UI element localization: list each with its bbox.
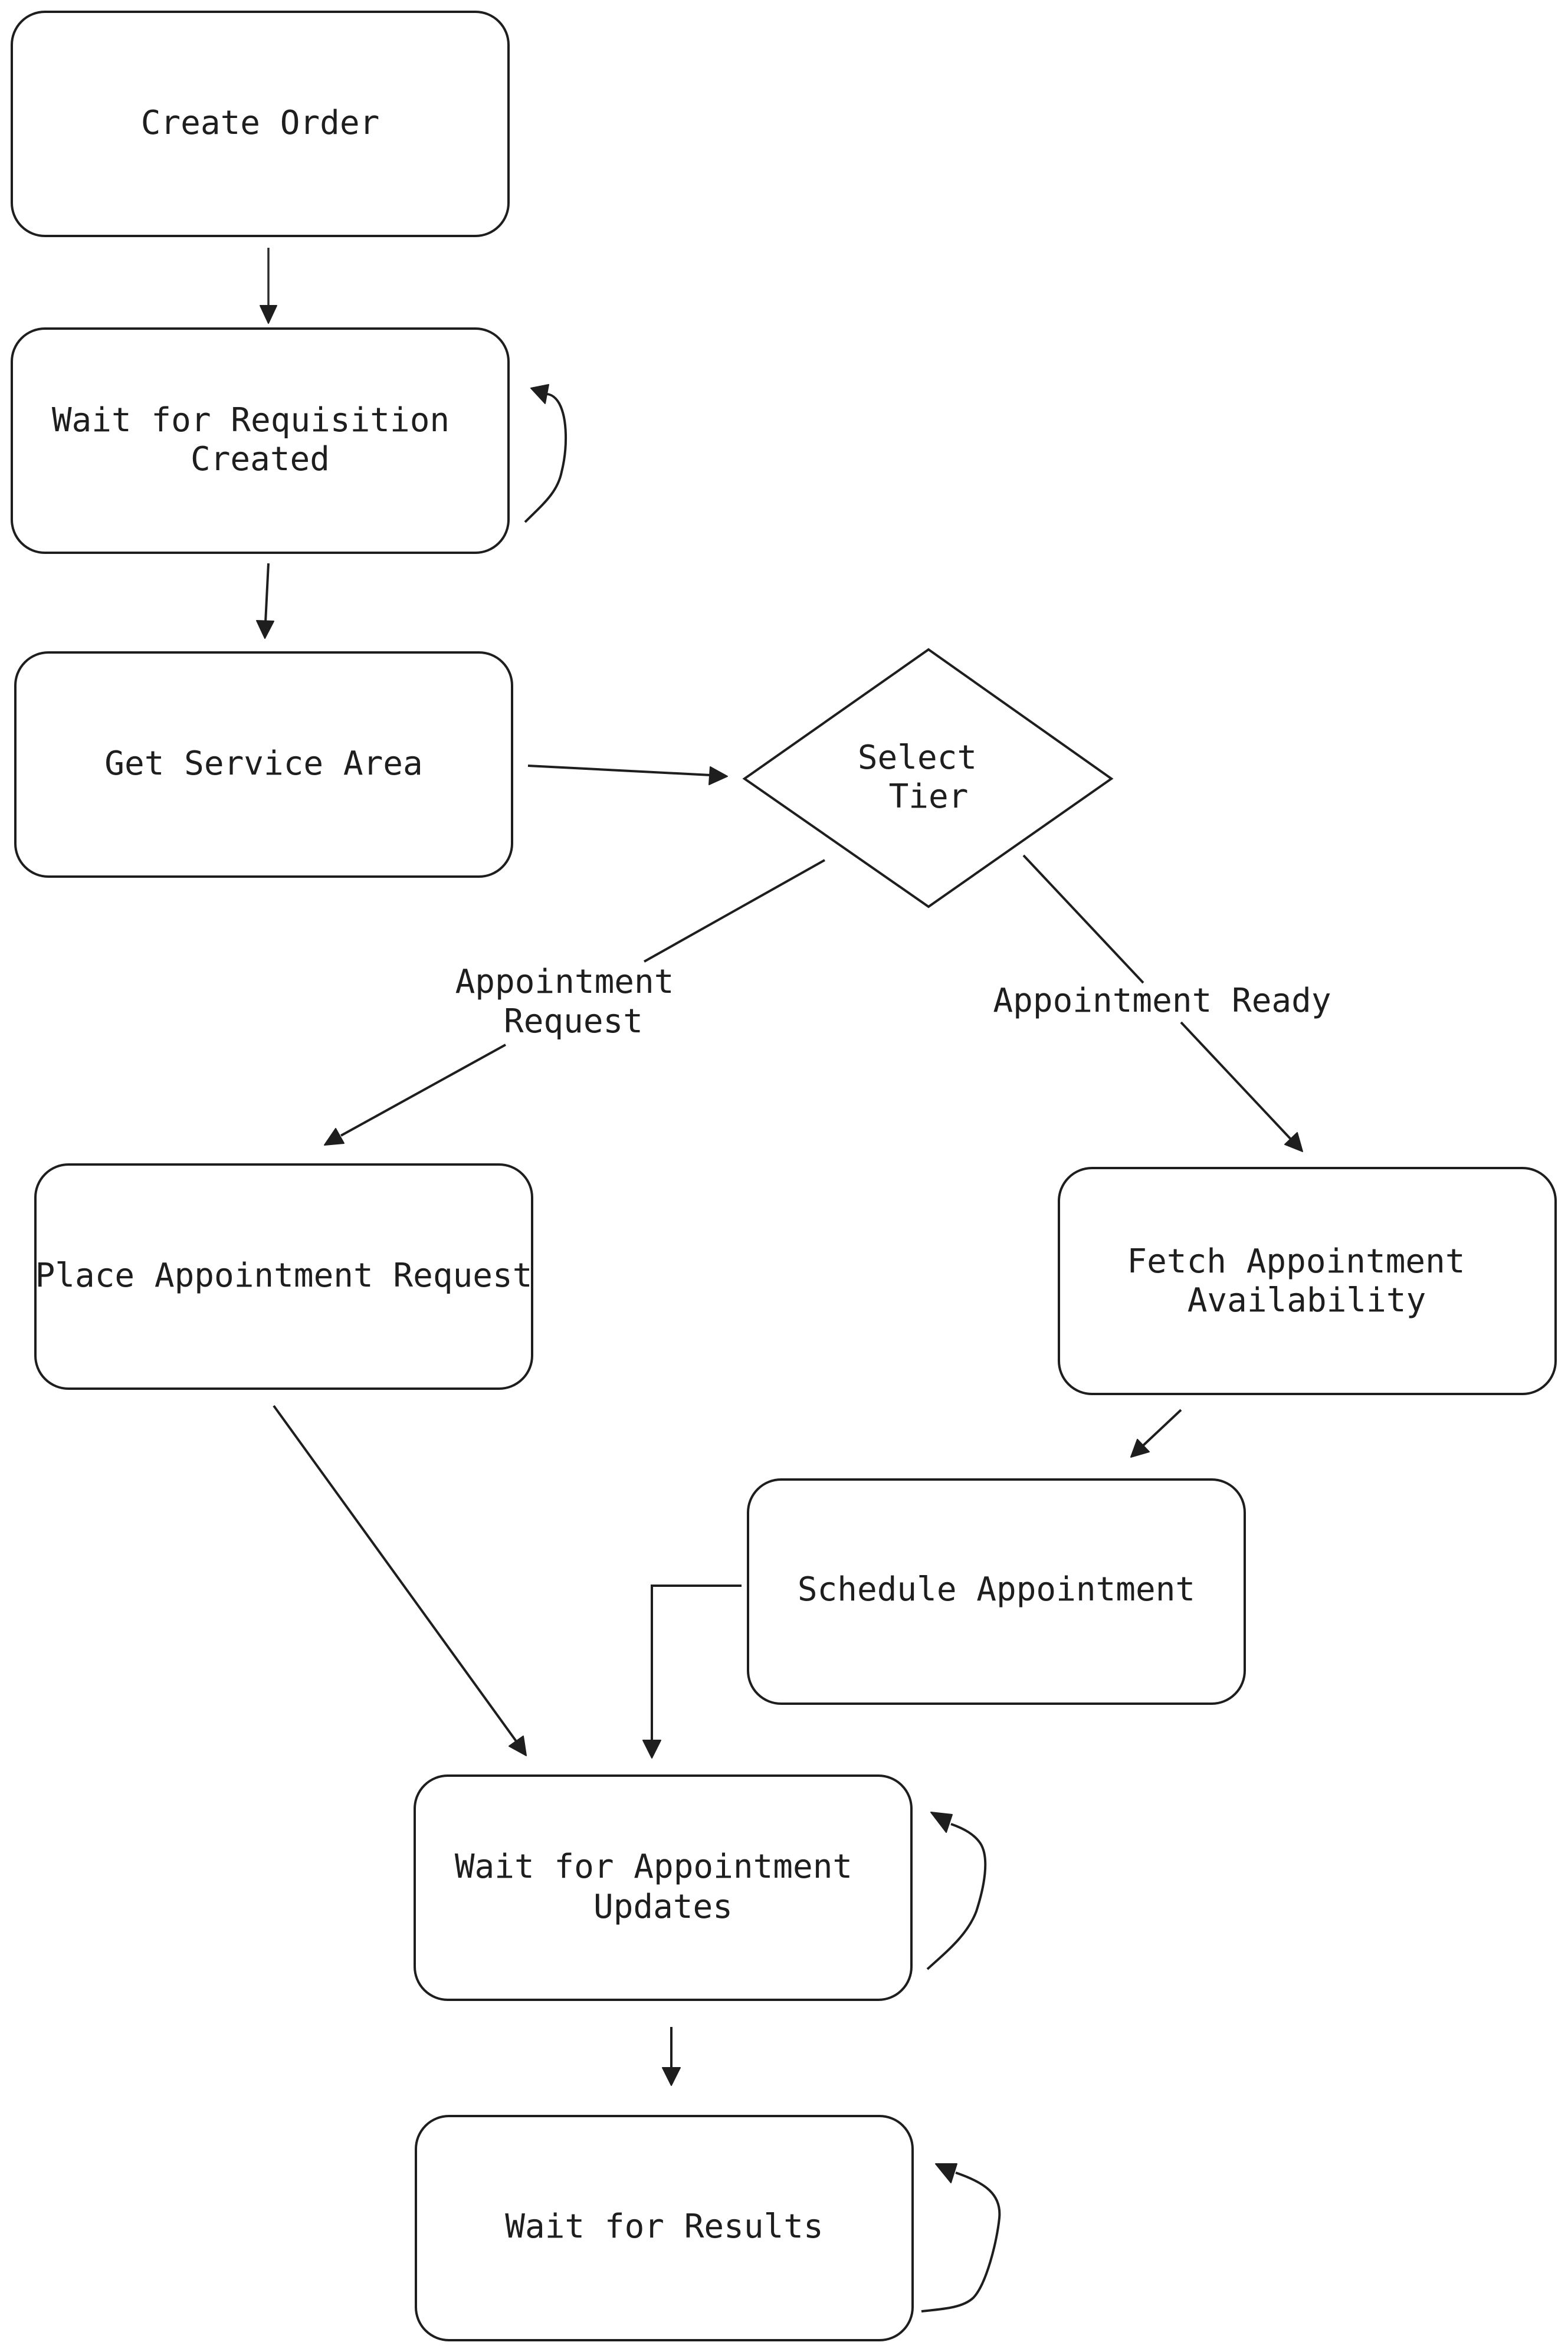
edge-wait-updates-self-loop [926,1812,987,1970]
edge-fetch-availability-to-schedule-appointment [1130,1409,1182,1458]
edge-select-tier-to-fetch-availability [1022,854,1303,1152]
node-place-appointment-request[interactable]: Place Appointment Request [34,1163,533,1390]
node-wait-results[interactable]: Wait for Results [415,2115,914,2341]
node-select-tier-label-line2: Tier [889,778,969,816]
node-schedule-appointment[interactable]: Schedule Appointment [747,1478,1246,1705]
edge-wait-updates-to-wait-results [662,2027,681,2086]
edge-schedule-appointment-to-wait-updates [642,1585,742,1759]
node-get-service-area-label: Get Service Area [104,744,422,783]
node-schedule-appointment-label: Schedule Appointment [798,1570,1195,1609]
edge-label-appointment-ready: Appointment Ready [993,982,1331,1020]
node-wait-appointment-updates-label-line2: Updates [593,1888,733,1926]
node-place-appointment-request-label: Place Appointment Request [35,1257,533,1295]
node-create-order-label: Create Order [141,104,380,142]
edge-place-appointment-request-to-wait-updates [273,1405,527,1756]
node-fetch-availability-label-line2: Availability [1188,1281,1426,1320]
edge-label-appointment-request-line1: Appointment [455,963,674,1001]
node-select-tier[interactable]: Select Tier [742,648,1114,908]
node-wait-requisition[interactable]: Wait for Requisition Created [11,327,510,554]
node-fetch-availability[interactable]: Fetch Appointment Availability [1058,1167,1557,1395]
edge-wait-requisition-self-loop [524,384,568,523]
node-wait-results-label: Wait for Results [505,2207,823,2246]
node-wait-appointment-updates-label-line1: Wait for Appointment [455,1848,852,1886]
edge-select-tier-to-place-appointment-request [324,859,825,1146]
edge-label-appointment-request-line2: Request [504,1002,643,1041]
node-wait-requisition-label-line1: Wait for Requisition [52,401,450,439]
node-create-order[interactable]: Create Order [11,11,510,237]
node-select-tier-label-line1: Select [858,739,977,777]
node-wait-requisition-label-line2: Created [191,440,330,478]
edge-create-to-wait-requisition [260,248,277,324]
edge-wait-requisition-to-get-service-area [256,563,274,639]
node-get-service-area[interactable]: Get Service Area [14,651,513,878]
node-wait-appointment-updates[interactable]: Wait for Appointment Updates [414,1774,913,2001]
node-fetch-availability-label-line1: Fetch Appointment [1127,1242,1465,1281]
edge-get-service-area-to-select-tier [527,765,728,785]
edge-wait-results-self-loop [921,2163,1001,2312]
